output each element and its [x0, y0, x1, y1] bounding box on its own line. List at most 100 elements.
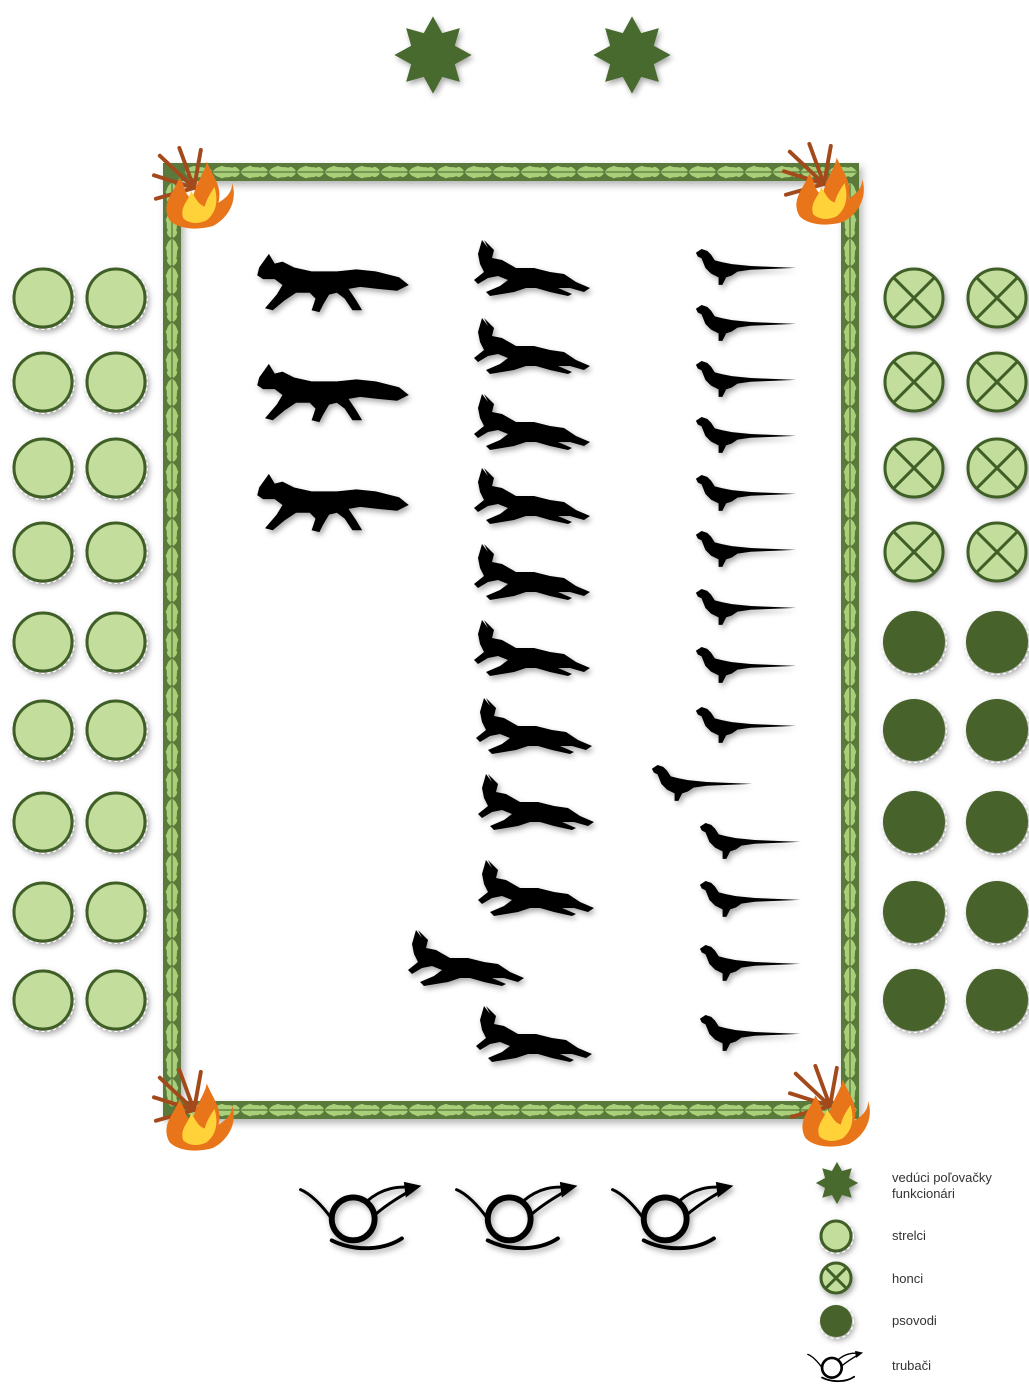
leader-star-icon	[394, 16, 471, 93]
hunting-horn-icon	[301, 1182, 422, 1248]
frame-leaf	[164, 266, 179, 297]
frame-leaf	[842, 574, 857, 605]
dog-handler-circle-icon	[882, 880, 947, 945]
frame-leaf	[576, 164, 607, 179]
frame-leaf	[660, 1102, 691, 1117]
frame-leaf	[660, 164, 691, 179]
frame-leaf	[164, 378, 179, 409]
shooter-circle-icon	[85, 881, 148, 944]
beater-crossed-circle-icon	[968, 439, 1026, 497]
hunting-horn-icon	[457, 1182, 578, 1248]
frame-leaf	[842, 826, 857, 857]
frame-leaf	[842, 1050, 857, 1081]
pheasant-icon	[700, 881, 800, 917]
pheasant-icon	[696, 249, 796, 285]
shooter-circle-icon	[85, 699, 148, 762]
frame-leaf	[164, 546, 179, 577]
hare-icon	[474, 544, 590, 600]
game-group	[257, 240, 800, 1062]
frame-leaf	[164, 1022, 179, 1053]
frame-leaf	[492, 1102, 523, 1117]
pheasant-icon	[700, 823, 800, 859]
legend-label-leaders-line1: vedúci poľovačky	[892, 1170, 992, 1186]
frame-leaf	[688, 1102, 719, 1117]
frame-leaf	[164, 462, 179, 493]
frame-leaf	[842, 770, 857, 801]
fox-icon	[257, 254, 409, 312]
shooter-circle-icon	[85, 437, 148, 500]
frame-leaf	[380, 1102, 411, 1117]
frame-leaf	[842, 798, 857, 829]
frame-base	[172, 172, 850, 1110]
frame-leaf	[164, 910, 179, 941]
frame-leaf	[164, 994, 179, 1025]
dog-handler-circle-icon	[965, 880, 1029, 945]
pheasant-icon	[652, 765, 752, 801]
frame-leaf	[352, 164, 383, 179]
frame-leaf	[842, 994, 857, 1025]
dog-handler-circle-icon	[965, 610, 1029, 675]
frame-leaf	[842, 546, 857, 577]
beater-crossed-circle-icon	[885, 439, 943, 497]
frame-leaf	[842, 322, 857, 353]
fox-icon	[257, 364, 409, 422]
frame-leaf	[164, 294, 179, 325]
frame-leaf	[716, 164, 747, 179]
pheasant-icon	[696, 361, 796, 397]
legend-label-leaders-line2: funkcionári	[892, 1186, 992, 1202]
dog-handler-circle-icon	[965, 698, 1029, 763]
beater-crossed-circle-icon	[968, 269, 1026, 327]
frame-leaf	[296, 1102, 327, 1117]
hare-icon	[478, 774, 594, 830]
hare-icon	[474, 318, 590, 374]
dog-handler-circle-icon	[882, 698, 947, 763]
fox-icon	[257, 474, 409, 532]
frame-leaf	[744, 1102, 775, 1117]
hare-icon	[474, 620, 590, 676]
frame-leaf	[164, 322, 179, 353]
pheasant-icon	[696, 475, 796, 511]
shooter-circle-icon	[12, 791, 75, 854]
hunting-horn-icon	[613, 1182, 734, 1248]
horns-group	[301, 1182, 734, 1248]
shooter-circle-icon	[12, 611, 75, 674]
legend	[808, 1162, 863, 1381]
frame-leaf	[296, 164, 327, 179]
shooter-circle-icon	[12, 881, 75, 944]
frame-leaf	[164, 490, 179, 521]
beater-crossed-circle-icon	[968, 353, 1026, 411]
frame-leaf	[164, 770, 179, 801]
frame-leaf	[842, 266, 857, 297]
frame-leaf	[164, 938, 179, 969]
frame-leaf	[212, 164, 243, 179]
beater-crossed-circle-icon	[885, 523, 943, 581]
frame-leaf	[842, 938, 857, 969]
shooter-circle-icon	[12, 267, 75, 330]
frame-leaf	[164, 350, 179, 381]
frame-leaf	[842, 350, 857, 381]
frame-leaf	[164, 630, 179, 661]
dog-handler-circle-icon	[882, 968, 947, 1033]
frame-leaf	[164, 434, 179, 465]
beater-crossed-circle-icon	[968, 523, 1026, 581]
beater-crossed-circle-icon	[885, 269, 943, 327]
pheasant-icon	[696, 305, 796, 341]
frame-leaf	[436, 1102, 467, 1117]
frame-leaf	[324, 1102, 355, 1117]
legend-label-horn-blowers: trubači	[892, 1358, 931, 1374]
frame-leaf	[744, 164, 775, 179]
frame-leaf	[520, 1102, 551, 1117]
frame-leaf	[164, 602, 179, 633]
frame-leaf	[842, 462, 857, 493]
legend-label-beaters: honci	[892, 1271, 923, 1287]
shooter-circle-icon	[12, 699, 75, 762]
frame-leaf	[164, 658, 179, 689]
frame-leaf	[576, 1102, 607, 1117]
frame-leaf	[842, 294, 857, 325]
dog-handler-circle-icon	[965, 790, 1029, 855]
frame-leaf	[464, 1102, 495, 1117]
legend-shooter-icon	[819, 1219, 854, 1254]
frame-leaf	[408, 164, 439, 179]
hare-icon	[474, 240, 590, 296]
legend-dog-handler-icon	[819, 1304, 854, 1339]
